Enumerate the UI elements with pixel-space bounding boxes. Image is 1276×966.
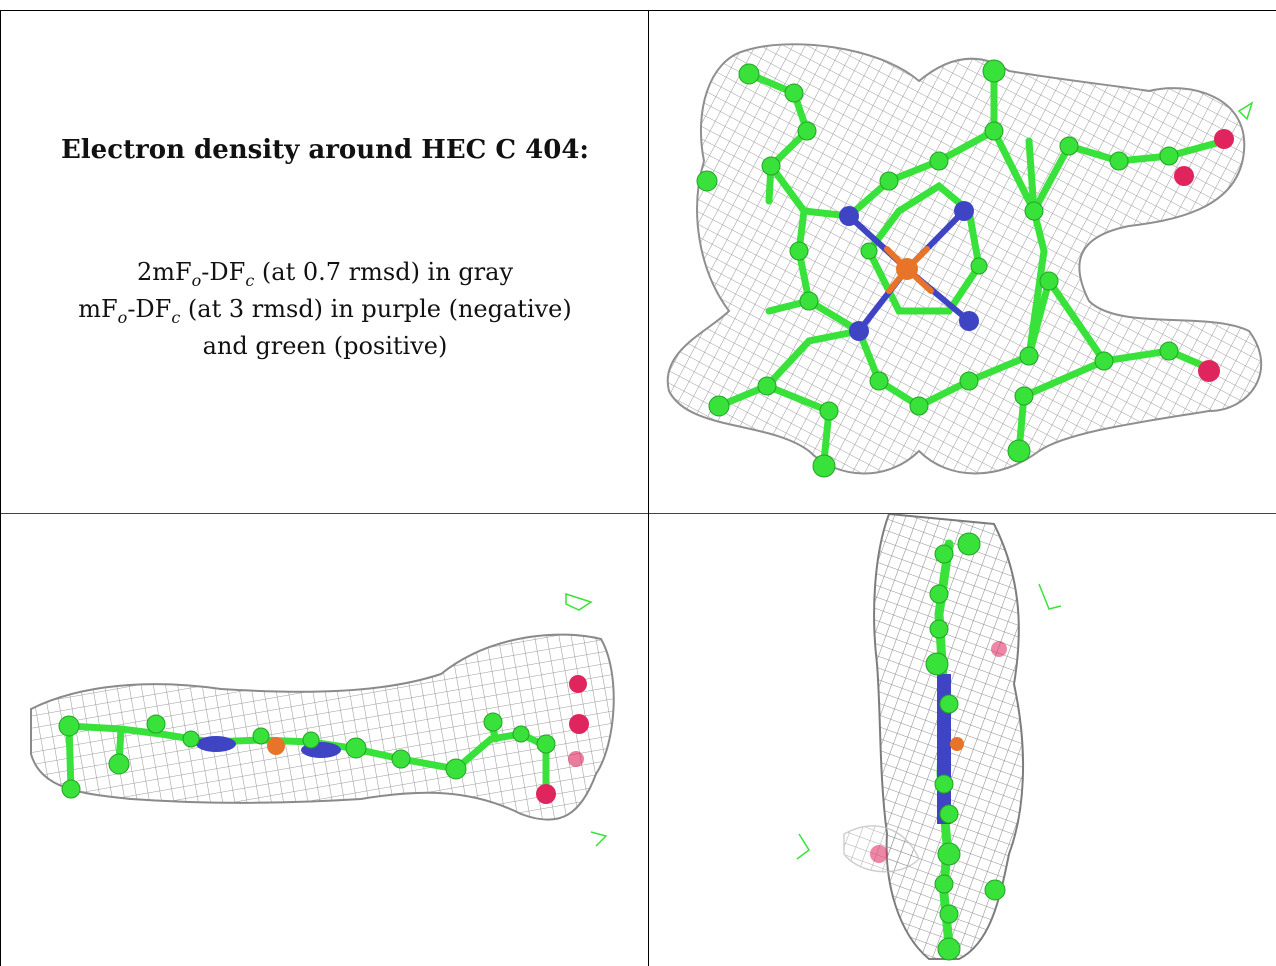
caption-title: Electron density around HEC C 404: (60, 135, 590, 165)
heme-edge-view-icon (796, 514, 1062, 961)
grid-left-border (0, 10, 1, 966)
oxygen-atoms (1174, 129, 1234, 382)
iron-atom (896, 258, 918, 280)
grid-top-border (0, 10, 1276, 11)
caption-line-green: and green (positive) (202, 332, 448, 360)
heme-side-view-panel (1, 514, 648, 966)
heme-side-view-icon (30, 592, 615, 847)
grid-center-divider (648, 10, 649, 966)
caption-body: 2mFo-DFc (at 0.7 rmsd) in gray mFo-DFc (… (1, 254, 648, 365)
grid-middle-border (0, 513, 1276, 514)
caption-line-purple: mFo-DFc (at 3 rmsd) in purple (negative) (78, 295, 572, 327)
caption-cell: Electron density around HEC C 404: 2mFo-… (1, 11, 648, 513)
heme-top-view-icon (666, 43, 1263, 478)
carbon-atoms (696, 59, 1179, 478)
heme-top-view-panel (649, 11, 1276, 513)
heme-edge-view-panel (649, 514, 1276, 966)
caption-line-gray: 2mFo-DFc (at 0.7 rmsd) in gray (136, 258, 514, 290)
nitrogen-atoms (839, 201, 979, 341)
